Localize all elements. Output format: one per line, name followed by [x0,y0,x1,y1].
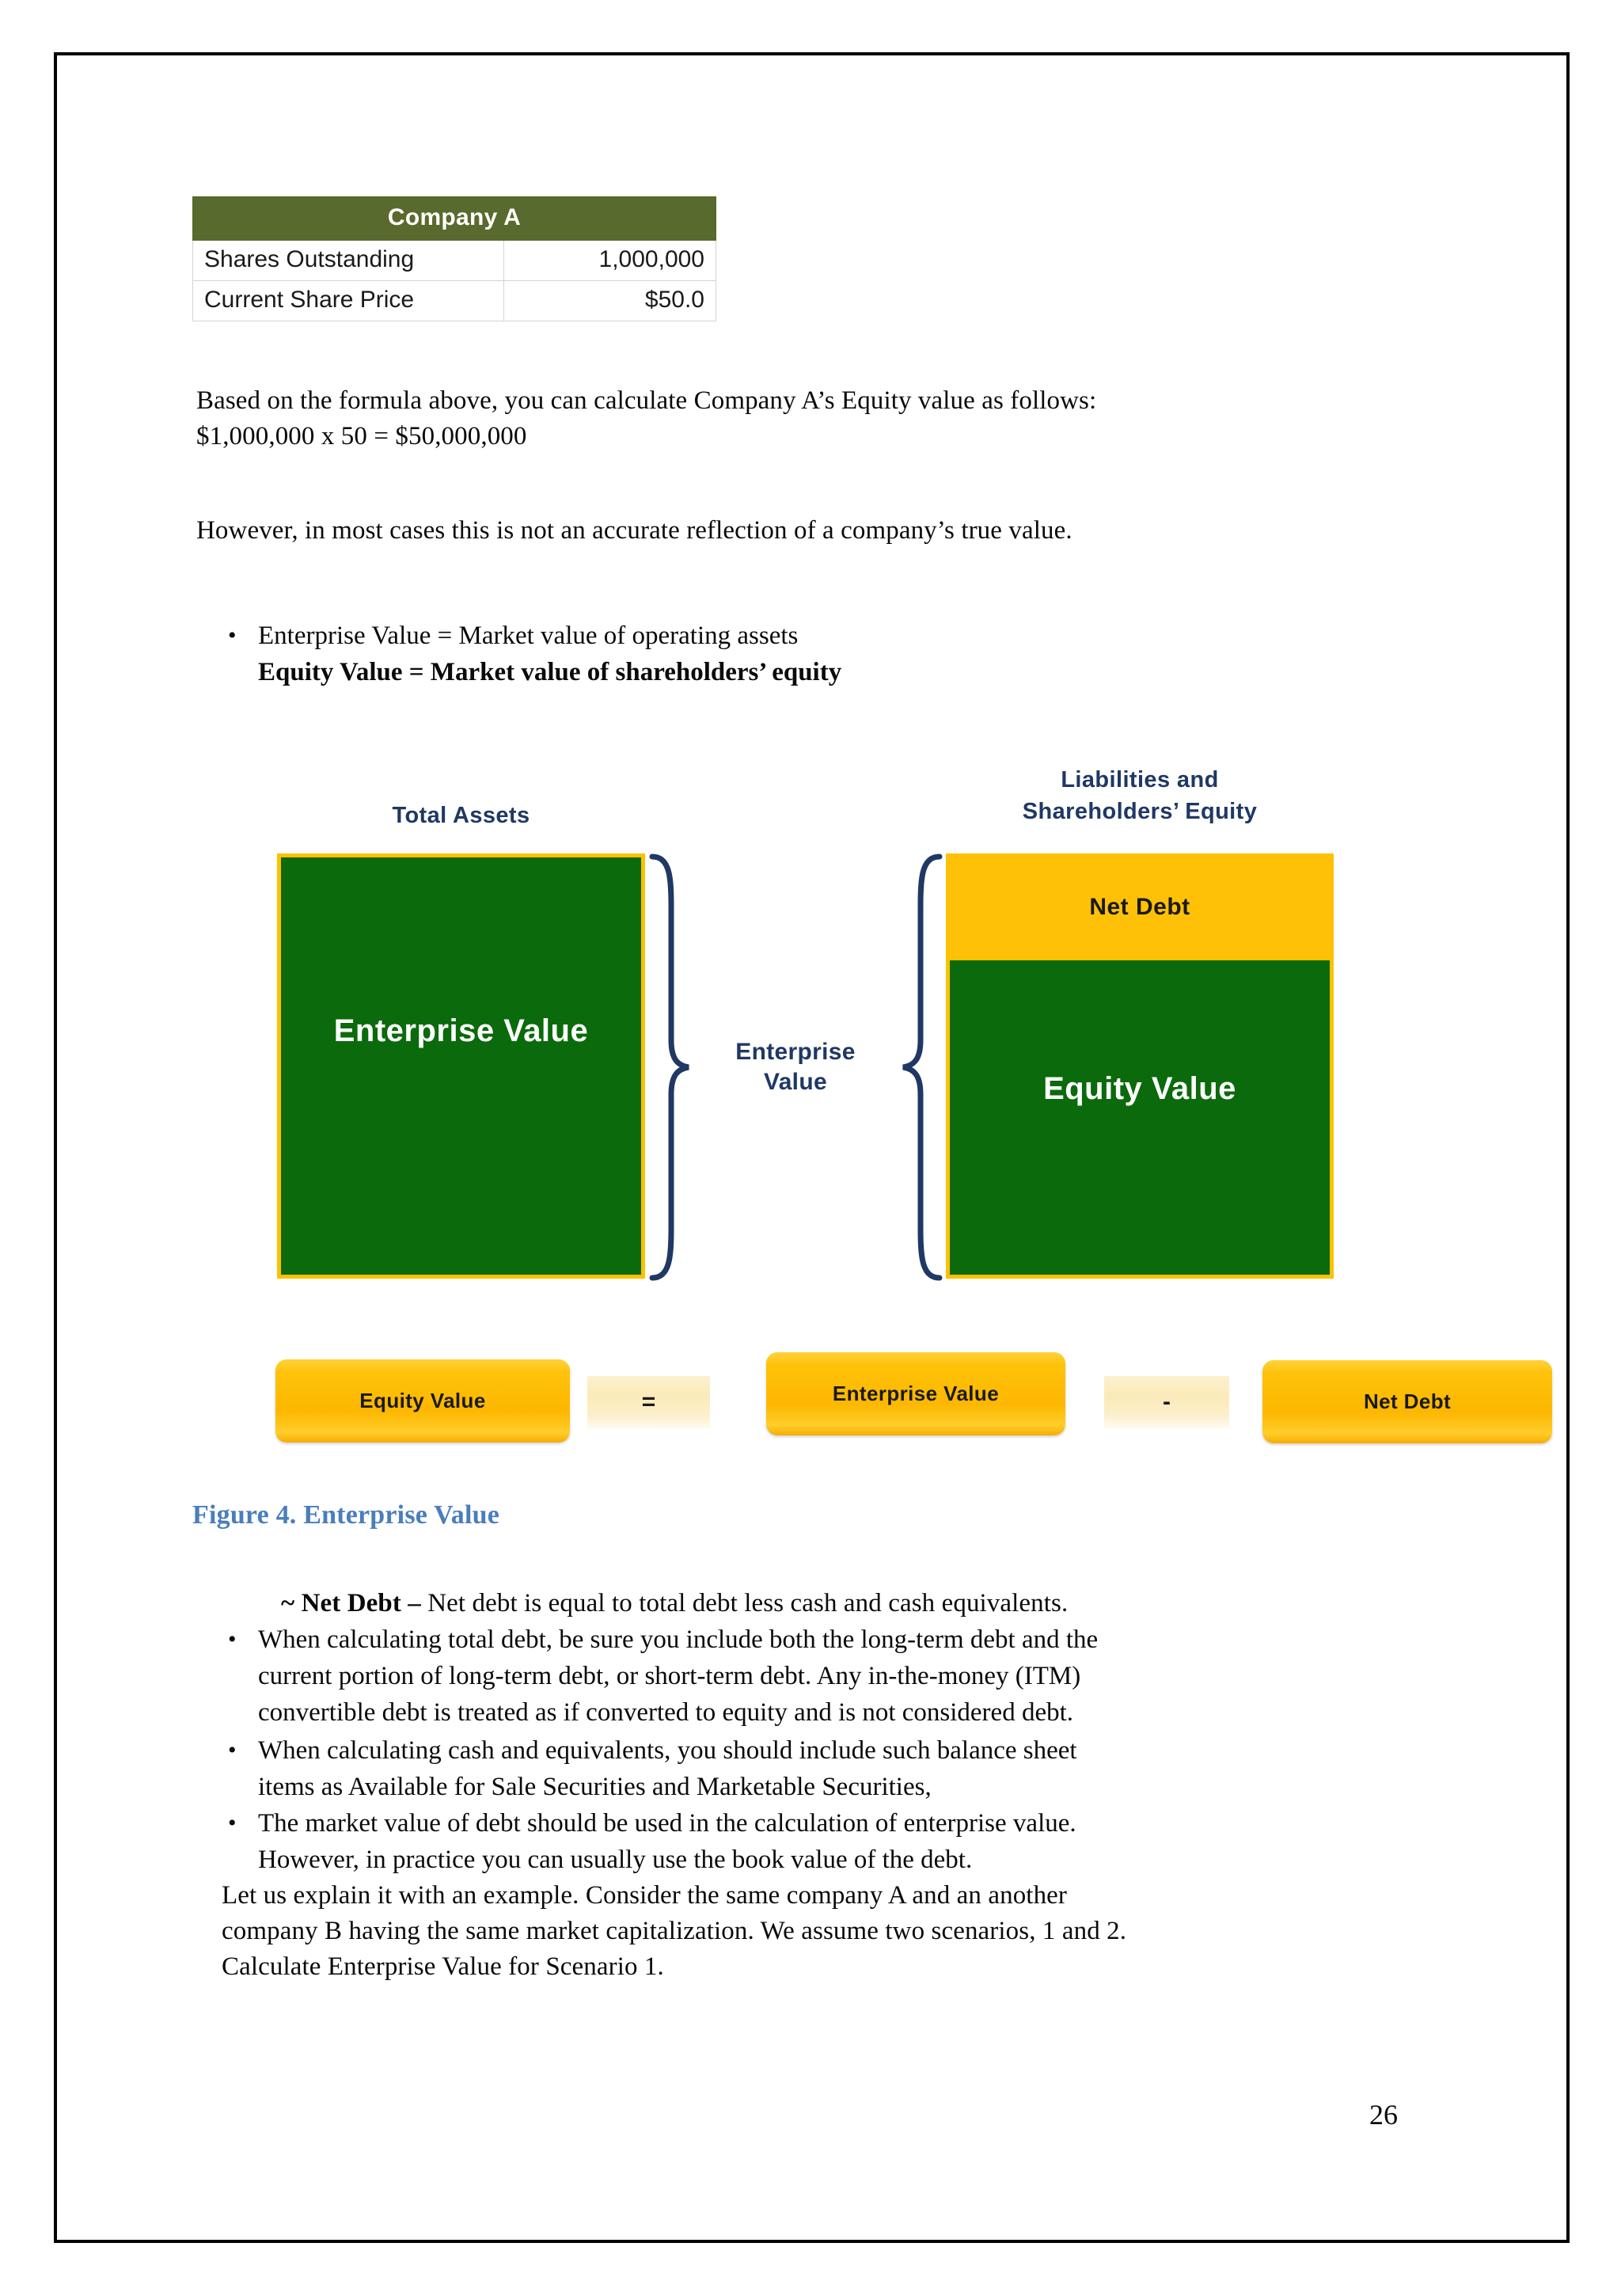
cell-current-share-price-label: Current Share Price [192,280,504,321]
bullet-cash-equivalents-line2: items as Available for Sale Securities a… [258,1773,932,1801]
brace-right-icon [902,853,943,1281]
bullet-market-value-debt-body: The market value of debt should be used … [258,1805,1385,1878]
figure-bar-left-label: Enterprise Value [333,1013,589,1048]
bullet-total-debt-line3: convertible debt is treated as if conver… [258,1698,1074,1727]
bullet-enterprise-equity-body: Enterprise Value = Market value of opera… [258,618,1369,690]
table-row: Shares Outstanding 1,000,000 [192,240,717,281]
equation-box-equity-value[interactable]: Equity Value [275,1359,570,1443]
note-net-debt-definition: ~ Net Debt – Net debt is equal to total … [281,1586,1389,1621]
figure-brace-label-enterprise-value: Enterprise Value [697,1037,894,1097]
company-a-table: Company A Shares Outstanding 1,000,000 C… [192,196,717,321]
paragraph-equity-calc: Based on the formula above, you can calc… [196,383,1384,454]
bullet-market-value-debt: • The market value of debt should be use… [222,1805,1385,1878]
bullet-equity-value-line: Equity Value = Market value of sharehold… [258,658,842,686]
bullet-dot-icon: • [228,622,237,648]
bullet-cash-equivalents-body: When calculating cash and equivalents, y… [258,1732,1385,1805]
table-header-row: Company A [192,196,716,241]
paragraph-equity-calc-line1: Based on the formula above, you can calc… [196,386,1097,415]
paragraph-closing-example: Let us explain it with an example. Consi… [222,1878,1425,1985]
page-number: 26 [1369,2099,1398,2131]
figure-label-liabilities-line2: Shareholders’ Equity [1022,799,1258,824]
bullet-dot-icon: • [228,1810,237,1836]
bullet-enterprise-equity: • Enterprise Value = Market value of ope… [222,618,1369,690]
figure-bar-equity-value: Equity Value [946,956,1334,1279]
paragraph-not-accurate: However, in most cases this is not an ac… [196,516,1072,545]
figure-bar-total-assets: Enterprise Value [277,853,645,1279]
paragraph-closing-line3: Calculate Enterprise Value for Scenario … [222,1952,664,1981]
equation-operator-minus: - [1104,1376,1229,1428]
bullet-cash-equivalents: • When calculating cash and equivalents,… [222,1732,1385,1805]
bullet-dot-icon: • [228,1626,237,1652]
figure-brace-label-line2: Value [764,1069,827,1095]
bullet-total-debt-line2: current portion of long-term debt, or sh… [258,1662,1081,1690]
bullet-total-debt: • When calculating total debt, be sure y… [222,1621,1385,1731]
figure-label-total-assets: Total Assets [392,803,530,828]
cell-current-share-price-value: $50.0 [503,280,717,321]
table-row: Current Share Price $50.0 [192,280,717,321]
equation-box-net-debt[interactable]: Net Debt [1262,1360,1552,1443]
bullet-total-debt-line1: When calculating total debt, be sure you… [258,1625,1099,1654]
table-header-company-a: Company A [192,196,716,241]
bullet-cash-equivalents-line1: When calculating cash and equivalents, y… [258,1736,1077,1765]
bullet-dot-icon: • [228,1737,237,1763]
brace-left-icon [649,853,689,1281]
cell-shares-outstanding-label: Shares Outstanding [192,240,504,281]
paragraph-equity-calc-line2: $1,000,000 x 50 = $50,000,000 [196,422,527,450]
figure-label-liabilities-line1: Liabilities and [1061,767,1219,793]
note-net-debt-rest: Net debt is equal to total debt less cas… [427,1589,1069,1617]
note-net-debt-prefix: ~ Net Debt – [281,1589,428,1617]
figure-brace-label-line1: Enterprise [735,1039,856,1065]
equation-operator-equals: = [587,1376,710,1428]
figure-label-liabilities-shareholders-equity: Liabilities and Shareholders’ Equity [946,764,1334,827]
paragraph-closing-line1: Let us explain it with an example. Consi… [222,1881,1068,1910]
bullet-market-value-debt-line2: However, in practice you can usually use… [258,1846,973,1874]
figure-bar-net-debt-label: Net Debt [1089,894,1190,920]
figure-bar-net-debt: Net Debt [946,853,1334,959]
bullet-market-value-debt-line1: The market value of debt should be used … [258,1809,1076,1838]
paragraph-closing-line2: company B having the same market capital… [222,1917,1127,1945]
bullet-enterprise-value-line: Enterprise Value = Market value of opera… [258,622,799,650]
figure-caption: Figure 4. Enterprise Value [192,1500,500,1530]
equation-box-enterprise-value[interactable]: Enterprise Value [766,1352,1065,1435]
bullet-total-debt-body: When calculating total debt, be sure you… [258,1621,1385,1731]
figure-bar-equity-value-label: Equity Value [1043,1071,1236,1106]
cell-shares-outstanding-value: 1,000,000 [503,240,717,281]
